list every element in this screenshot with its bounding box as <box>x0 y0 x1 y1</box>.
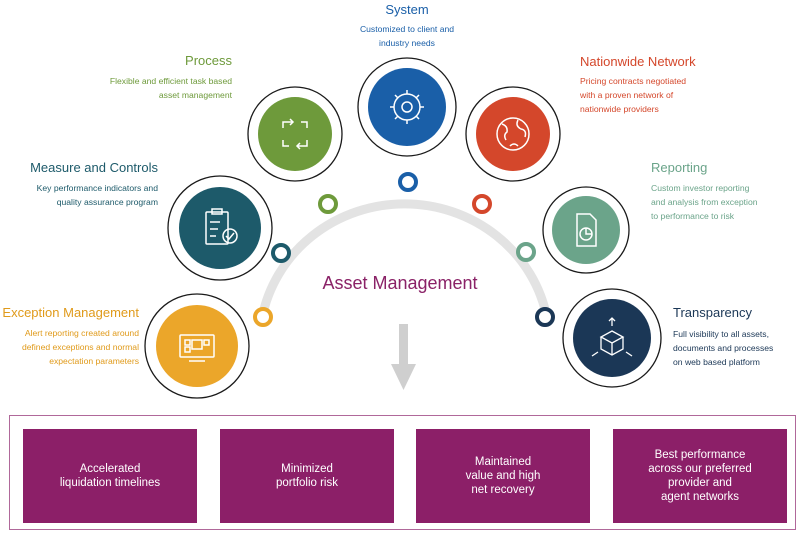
monitor-icon <box>179 334 215 362</box>
outcome-box: Accelerated liquidation timelines <box>23 429 197 523</box>
process-desc: Flexible and efficient task based asset … <box>32 74 232 102</box>
transparency-desc-line: documents and processes <box>673 343 774 353</box>
checklist-icon <box>205 208 238 245</box>
node-transparency <box>562 288 662 388</box>
arc-dot-exception <box>253 307 273 327</box>
transparency-desc-line: Full visibility to all assets, <box>673 329 769 339</box>
outcome-box: Best performance across our preferred pr… <box>613 429 787 523</box>
process-desc-line: Flexible and efficient task based <box>109 76 232 86</box>
arc-dot-network <box>472 194 492 214</box>
system-desc-line: Customized to client and <box>359 24 455 34</box>
globe-icon <box>496 117 530 151</box>
cube-icon <box>591 317 633 357</box>
outcomes-panel: Accelerated liquidation timelines Minimi… <box>9 415 796 530</box>
network-desc-line: with a proven network of <box>580 90 674 100</box>
arc-dot-reporting <box>516 242 536 262</box>
outcome-box: Maintained value and high net recovery <box>416 429 590 523</box>
node-system <box>357 57 457 157</box>
report-chart-icon <box>576 213 597 247</box>
exception-desc-line: expectation parameters <box>49 356 139 366</box>
system-title: System <box>385 2 429 17</box>
outcome-box: Minimized portfolio risk <box>220 429 394 523</box>
node-measure <box>167 175 273 281</box>
system-desc: Customized to client and industry needs <box>327 22 487 50</box>
cycle-arrows-icon <box>282 118 308 150</box>
network-title: Nationwide Network <box>580 54 696 69</box>
exception-desc-line: Alert reporting created around <box>24 328 139 338</box>
transparency-title: Transparency <box>673 305 752 320</box>
transparency-desc: Full visibility to all assets, documents… <box>673 327 797 369</box>
measure-desc-line: Key performance indicators and <box>36 183 158 193</box>
arc-dot-measure <box>271 243 291 263</box>
measure-desc: Key performance indicators and quality a… <box>0 181 158 209</box>
process-title: Process <box>185 53 232 68</box>
arc-dot-transparency <box>535 307 555 327</box>
gear-icon <box>390 90 424 124</box>
node-network <box>465 86 561 182</box>
reporting-desc-line: Custom investor reporting <box>651 183 750 193</box>
reporting-desc: Custom investor reporting and analysis f… <box>651 181 799 223</box>
arc-connector <box>257 199 552 319</box>
exception-title: Exception Management <box>2 305 139 320</box>
center-title: Asset Management <box>322 273 478 293</box>
down-arrow-icon <box>391 324 416 390</box>
reporting-title: Reporting <box>651 160 708 175</box>
node-reporting <box>542 186 630 274</box>
network-desc: Pricing contracts negotiated with a prov… <box>580 74 780 116</box>
node-process <box>247 86 343 182</box>
arc-dot-system <box>398 172 418 192</box>
network-desc-line: Pricing contracts negotiated <box>580 76 687 86</box>
arc-dot-process <box>318 194 338 214</box>
network-desc-line: nationwide providers <box>580 104 659 114</box>
transparency-desc-line: on web based platform <box>673 357 760 367</box>
node-exception <box>144 293 250 399</box>
process-desc-line: asset management <box>158 90 232 100</box>
reporting-desc-line: and analysis from exception <box>651 197 758 207</box>
exception-desc-line: defined exceptions and normal <box>21 342 139 352</box>
reporting-desc-line: to performance to risk <box>651 211 735 221</box>
measure-title: Measure and Controls <box>30 160 158 175</box>
measure-desc-line: quality assurance program <box>56 197 158 207</box>
system-desc-line: industry needs <box>379 38 435 48</box>
exception-desc: Alert reporting created around defined e… <box>0 326 139 368</box>
